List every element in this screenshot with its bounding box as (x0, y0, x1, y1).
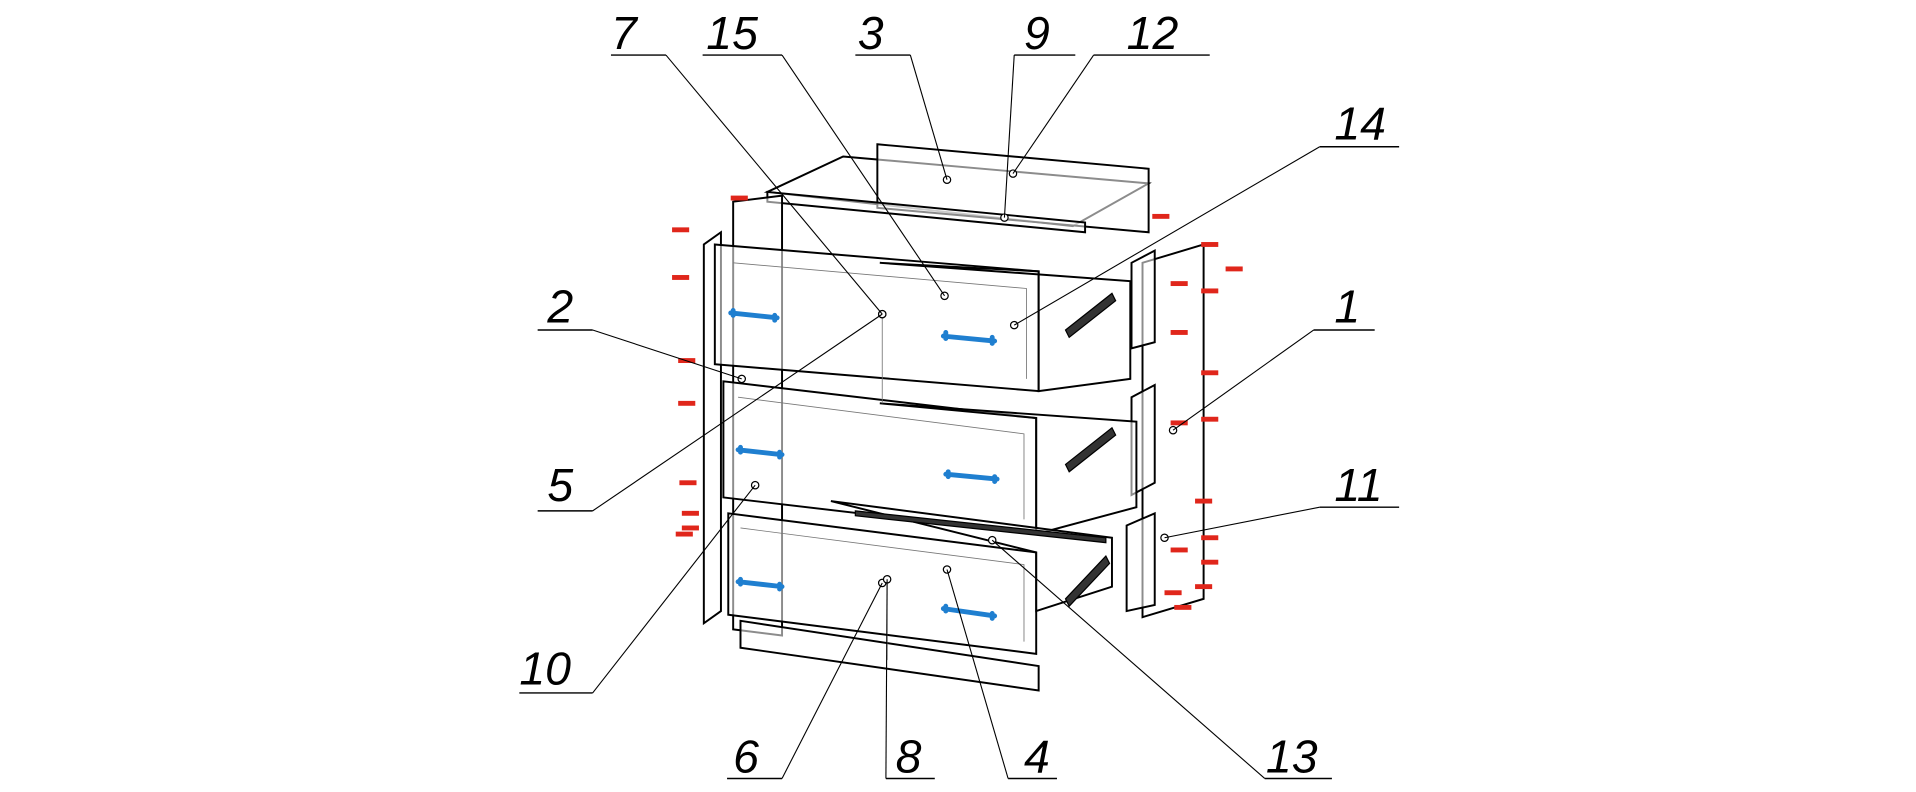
leader-line (592, 313, 883, 512)
screw-icon (1201, 535, 1219, 541)
part-label-15: 15 (706, 7, 758, 59)
screw-icon (679, 480, 697, 486)
drawer-slide (1064, 292, 1117, 339)
part-label-11: 11 (1334, 459, 1382, 511)
leader-line (991, 539, 1266, 779)
leader-line (909, 54, 948, 180)
part-label-3: 3 (858, 7, 884, 59)
part-label-1: 1 (1334, 281, 1360, 333)
screw-icon (675, 531, 693, 537)
callout-4: 4 (946, 569, 1057, 782)
screw-icon (1170, 281, 1188, 287)
plinth (739, 619, 1040, 692)
handle (728, 308, 780, 323)
handle (940, 330, 998, 346)
part-label-4: 4 (1024, 730, 1050, 782)
leader-line (946, 569, 1009, 779)
callout-point (940, 291, 949, 301)
callout-15: 15 (702, 7, 946, 297)
screw-icon (681, 510, 699, 516)
leader-line (885, 579, 888, 779)
callout-9: 9 (1003, 7, 1076, 218)
furniture-drawing (672, 143, 1243, 692)
screw-icon (1195, 584, 1213, 590)
callout-1: 1 (1172, 281, 1375, 431)
callout-12: 12 (1012, 7, 1210, 174)
callout-14: 14 (1013, 97, 1400, 326)
part-label-6: 6 (733, 730, 759, 782)
drawer-box-top (879, 261, 1132, 393)
part-label-9: 9 (1024, 7, 1050, 59)
screw-icon (1164, 590, 1182, 596)
leader-line (665, 54, 883, 315)
part-label-2: 2 (546, 281, 573, 333)
screw-icon (1201, 370, 1219, 376)
drawer-slide (1064, 426, 1117, 473)
screw-icon (672, 227, 690, 233)
handle (735, 444, 785, 460)
callout-2: 2 (537, 281, 742, 380)
callout-3: 3 (855, 7, 948, 180)
right-inner-panel-top (1130, 248, 1156, 350)
part-label-7: 7 (611, 7, 639, 59)
screw-icon (1201, 242, 1219, 247)
callouts: 7 15 3 9 12 14 2 1 5 11 10 6 8 4 13 (519, 7, 1400, 782)
leader-line (781, 582, 883, 779)
leader-line (1172, 329, 1314, 431)
part-label-13: 13 (1266, 730, 1318, 782)
callout-10: 10 (519, 484, 756, 694)
screw-icon (1195, 498, 1213, 504)
handle (940, 603, 998, 621)
screw-icon (681, 525, 699, 531)
screw-icon (1201, 559, 1219, 565)
part-label-5: 5 (547, 459, 573, 511)
leader-line (1003, 55, 1015, 218)
screw-icon (678, 400, 696, 406)
screw-icon (1174, 604, 1192, 610)
drawer-slide (1064, 555, 1111, 608)
screw-icon (730, 195, 748, 201)
callout-8: 8 (885, 579, 935, 782)
callout-13: 13 (991, 539, 1332, 782)
screw-icon (672, 275, 690, 280)
part-label-10: 10 (519, 642, 571, 694)
leader-line (592, 329, 742, 380)
screw-icon (1170, 420, 1188, 426)
drawer-box-middle (879, 402, 1138, 536)
screw-icon (1170, 330, 1188, 335)
handle (735, 576, 785, 592)
part-label-12: 12 (1127, 7, 1179, 59)
callout-7: 7 (611, 7, 883, 315)
callout-5: 5 (537, 313, 883, 512)
leader-line (1012, 54, 1095, 174)
part-label-8: 8 (896, 730, 922, 782)
part-label-14: 14 (1334, 97, 1386, 149)
leader-line (1013, 146, 1320, 326)
right-inner-panel-bottom (1125, 511, 1156, 613)
drawer-slide (854, 510, 1107, 544)
leader-line (1164, 506, 1320, 539)
screw-icon (1201, 416, 1219, 422)
screw-icon (1201, 288, 1219, 294)
screw-icon (1170, 547, 1188, 553)
screw-icon (1225, 266, 1243, 272)
callout-6: 6 (727, 582, 883, 782)
leader-line (781, 54, 946, 297)
handle (943, 469, 1000, 484)
callout-11: 11 (1164, 459, 1400, 539)
screw-icon (1152, 213, 1170, 219)
leader-line (592, 484, 756, 694)
